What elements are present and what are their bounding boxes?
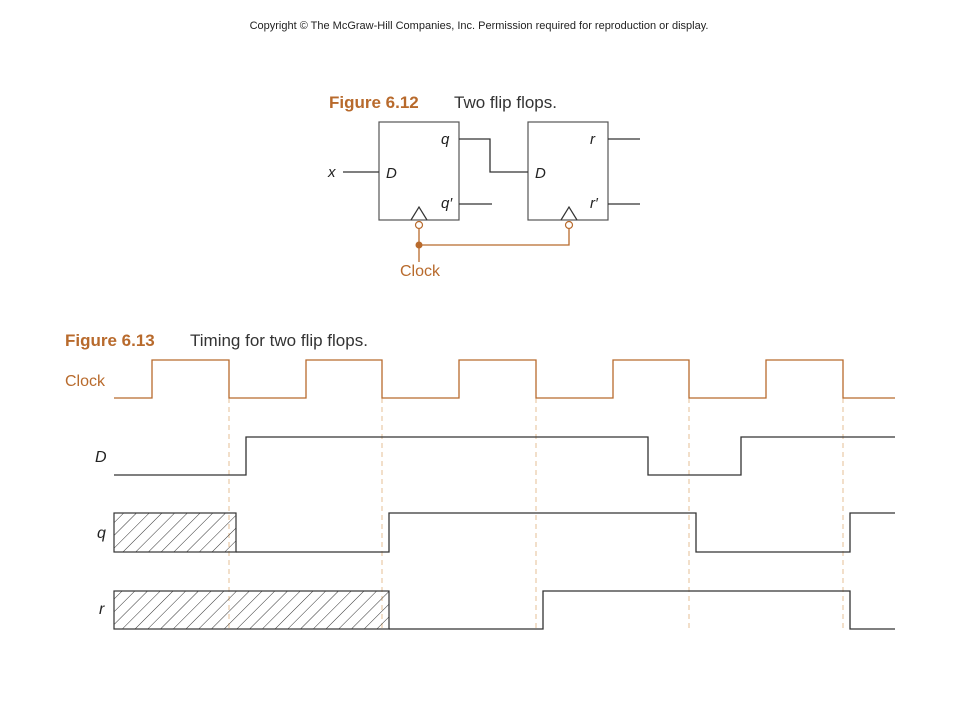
- r-unknown-region: [113, 590, 390, 630]
- flip-flop-2-clock-bubble: [564, 220, 574, 230]
- clock-input-label: Clock: [400, 263, 441, 280]
- clock-waveform: [114, 359, 895, 399]
- figure-6-12: Figure 6.12 Two flip flops. x D q q′ D r…: [327, 93, 640, 280]
- flip-flop-2-d-label: D: [535, 165, 546, 182]
- figure-6-12-label: Figure 6.12: [329, 93, 419, 112]
- q-output-label: q: [441, 131, 450, 148]
- figure-6-13-label: Figure 6.13: [65, 331, 155, 350]
- q-to-d-wire: [459, 138, 528, 173]
- q-waveform: [236, 512, 895, 553]
- clock-junction-dot: [415, 241, 423, 249]
- r-waveform: [389, 590, 895, 630]
- r-signal-label: r: [99, 601, 105, 618]
- clock-signal-label: Clock: [65, 373, 106, 390]
- clock-wire-branch: [419, 229, 570, 246]
- flip-flop-2-clock-triangle: [560, 205, 578, 221]
- figure-6-12-caption: Two flip flops.: [454, 93, 557, 112]
- figure-6-13-caption: Timing for two flip flops.: [190, 331, 368, 350]
- rprime-output-label: r′: [590, 195, 599, 212]
- figure-6-13: Figure 6.13 Timing for two flip flops. C…: [65, 331, 895, 630]
- q-signal-label: q: [97, 525, 106, 542]
- flip-flop-1-box: [378, 121, 460, 221]
- flip-flop-1-clock-bubble: [414, 220, 424, 230]
- flip-flop-1-d-label: D: [386, 165, 397, 182]
- d-signal-label: D: [95, 449, 107, 466]
- flip-flop-2-box: [527, 121, 609, 221]
- copyright-notice: Copyright © The McGraw-Hill Companies, I…: [250, 20, 709, 32]
- x-input-label: x: [327, 164, 336, 181]
- d-waveform: [114, 436, 895, 476]
- flip-flop-1-clock-triangle: [410, 205, 428, 221]
- qprime-output-label: q′: [441, 195, 453, 212]
- r-output-label: r: [590, 131, 596, 148]
- q-unknown-region: [113, 512, 237, 553]
